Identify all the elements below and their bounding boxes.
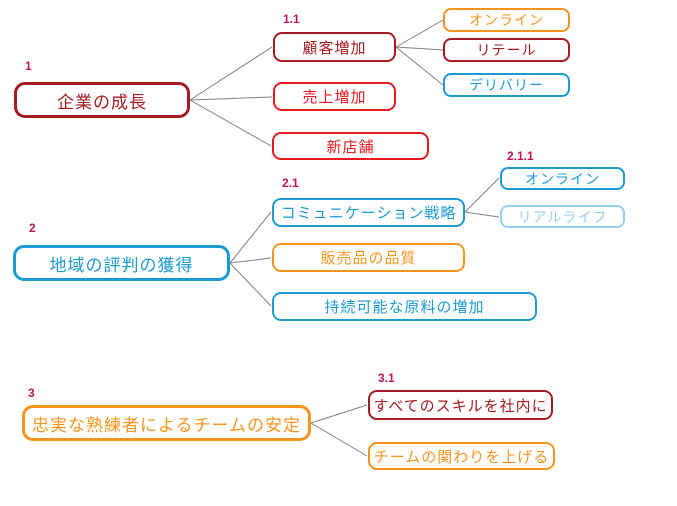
node-number-3-1: 3.1 [378,371,395,385]
connector-line [310,422,368,457]
node-number-1: 1 [25,59,32,73]
connector-line [464,177,500,213]
connector-line [310,404,368,424]
connector-line [189,99,272,147]
mindmap-node-2-2[interactable]: 販売品の品質 [272,243,465,272]
connector-line [464,211,500,218]
connector-line [229,262,272,307]
node-number-2-1-1: 2.1.1 [507,149,534,163]
mindmap-node-3-1[interactable]: すべてのスキルを社内に [368,390,553,420]
mindmap-node-3-2[interactable]: チームの関わりを上げる [368,442,555,470]
mindmap-node-2[interactable]: 地域の評判の獲得 [13,245,230,281]
mindmap-node-2-1-online[interactable]: オンライン [500,167,625,190]
node-number-3: 3 [28,386,35,400]
connector-line [189,46,273,101]
mindmap-node-1-3[interactable]: 新店舗 [272,132,429,160]
mindmap-node-1[interactable]: 企業の成長 [14,82,190,118]
connector-line [395,46,444,51]
mindmap-node-3[interactable]: 忠実な熟練者によるチームの安定 [22,405,311,441]
connector-line [395,19,444,48]
mindmap-node-2-3[interactable]: 持続可能な原料の増加 [272,292,537,321]
node-number-2: 2 [29,221,36,235]
mindmap-node-1-1-online[interactable]: オンライン [443,8,570,32]
mindmap-node-2-1[interactable]: コミュニケーション戦略 [272,198,465,227]
mindmap-node-1-1[interactable]: 顧客増加 [273,32,396,62]
connector-line [229,211,272,264]
mindmap-node-2-1-reallife[interactable]: リアルライフ [500,205,625,228]
mindmap-node-1-2[interactable]: 売上増加 [273,82,396,111]
connector-line [395,46,444,86]
connector-line [229,257,272,264]
node-number-2-1: 2.1 [282,176,299,190]
connector-line [189,96,273,101]
node-number-1-1: 1.1 [283,12,300,26]
mindmap-node-1-1-retail[interactable]: リテール [443,38,570,62]
mindmap-node-1-1-delivery[interactable]: デリバリー [443,73,570,97]
